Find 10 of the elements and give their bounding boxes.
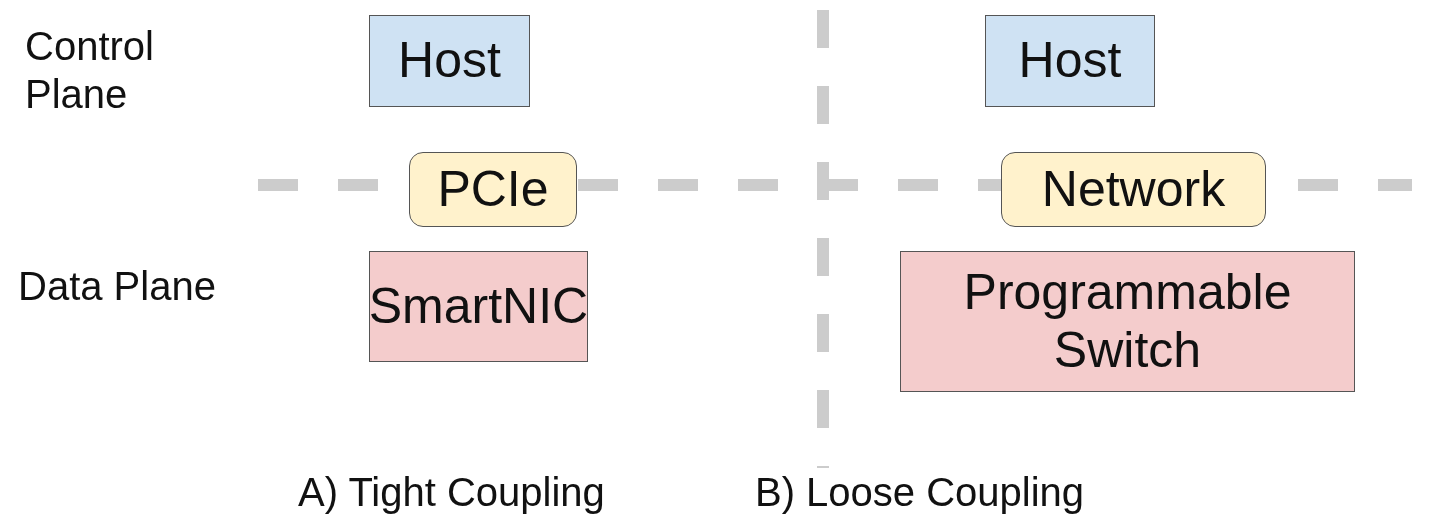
data-plane-box: Programmable Switch: [900, 251, 1355, 392]
text-label: A) Tight Coupling: [298, 469, 606, 516]
text-label: B) Loose Coupling: [755, 469, 1086, 516]
host-box: Host: [985, 15, 1155, 107]
text-label: Data Plane: [18, 263, 217, 310]
host-box: Host: [369, 15, 530, 107]
data-plane-box: SmartNIC: [369, 251, 588, 362]
interconnect-box: PCIe: [409, 152, 577, 227]
interconnect-box: Network: [1001, 152, 1266, 227]
text-label: Control Plane: [25, 23, 155, 118]
